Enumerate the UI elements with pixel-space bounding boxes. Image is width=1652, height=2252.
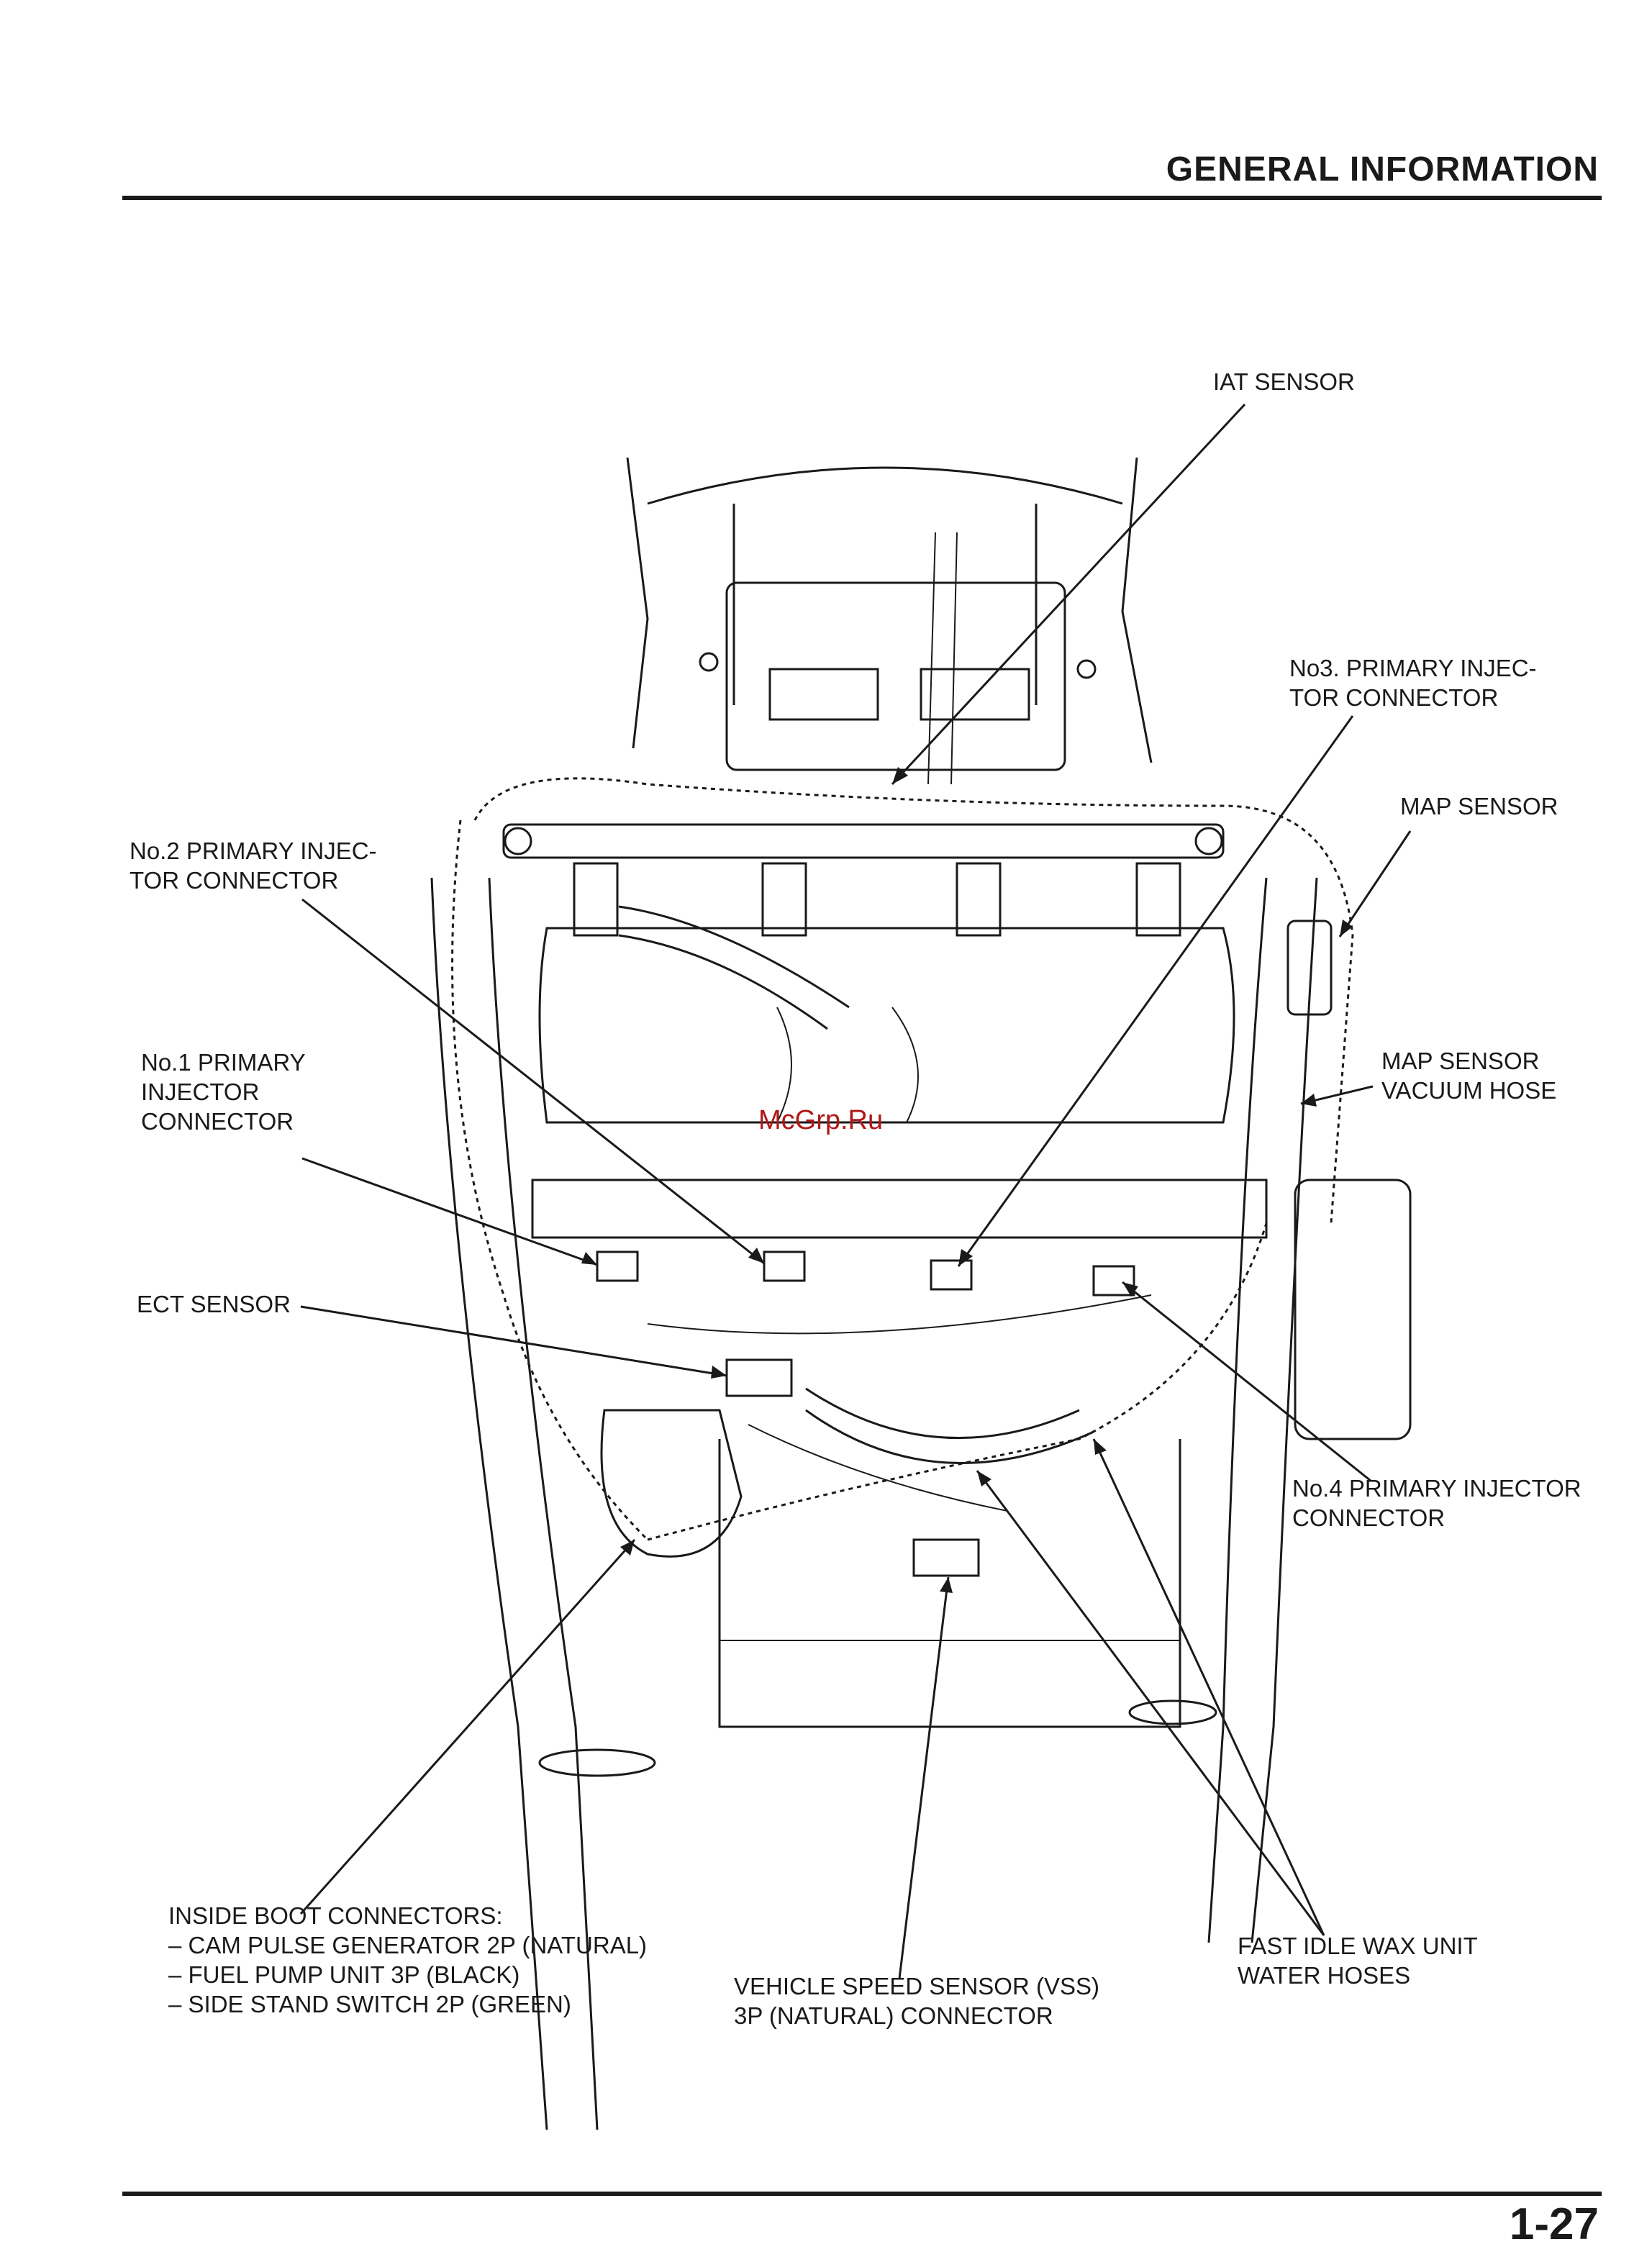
callout-line: – FUEL PUMP UNIT 3P (BLACK) (168, 1961, 520, 1988)
callout-line: TOR CONNECTOR (1289, 684, 1499, 711)
callout-no3-injector-connector: No3. PRIMARY INJEC- TOR CONNECTOR (1289, 653, 1537, 712)
callout-line: – SIDE STAND SWITCH 2P (GREEN) (168, 1991, 571, 2017)
leader-lines (299, 403, 1412, 1979)
callout-line: VEHICLE SPEED SENSOR (VSS) (734, 1973, 1099, 1999)
callout-line: CONNECTOR (141, 1108, 294, 1135)
callout-iat-sensor: IAT SENSOR (1213, 367, 1355, 396)
callout-line: TOR CONNECTOR (130, 867, 339, 894)
callout-no2-injector-connector: No.2 PRIMARY INJEC- TOR CONNECTOR (130, 836, 377, 895)
callout-line: No.2 PRIMARY INJEC- (130, 837, 377, 864)
callout-map-sensor: MAP SENSOR (1400, 791, 1558, 821)
callout-line: No.1 PRIMARY (141, 1049, 306, 1076)
callout-line: INSIDE BOOT CONNECTORS: (168, 1902, 503, 1929)
header-rule (122, 196, 1602, 200)
callout-line: FAST IDLE WAX UNIT (1238, 1933, 1478, 1959)
callout-line: – CAM PULSE GENERATOR 2P (NATURAL) (168, 1932, 648, 1958)
callout-inside-boot-connectors: INSIDE BOOT CONNECTORS: – CAM PULSE GENE… (168, 1901, 647, 2019)
callout-line: MAP SENSOR (1381, 1048, 1540, 1074)
footer-rule (122, 2192, 1602, 2196)
callout-line: VACUUM HOSE (1381, 1077, 1557, 1104)
engine-illustration (430, 457, 1412, 2130)
callout-fast-idle-wax-unit-hoses: FAST IDLE WAX UNIT WATER HOSES (1238, 1931, 1478, 1990)
callout-line: CONNECTOR (1292, 1504, 1446, 1531)
callout-no1-injector-connector: No.1 PRIMARY INJECTOR CONNECTOR (141, 1048, 306, 1136)
callout-line: ECT SENSOR (137, 1291, 291, 1317)
callout-line: 3P (NATURAL) CONNECTOR (734, 2002, 1053, 2029)
callout-line: WATER HOSES (1238, 1962, 1411, 1989)
callout-line: IAT SENSOR (1213, 368, 1355, 395)
callout-vss-connector: VEHICLE SPEED SENSOR (VSS) 3P (NATURAL) … (734, 1971, 1099, 2030)
callout-ect-sensor: ECT SENSOR (137, 1289, 291, 1319)
callout-line: No3. PRIMARY INJEC- (1289, 655, 1537, 681)
watermark: McGrp.Ru (758, 1105, 884, 1135)
callout-line: MAP SENSOR (1400, 793, 1558, 819)
callout-map-sensor-vacuum-hose: MAP SENSOR VACUUM HOSE (1381, 1046, 1556, 1105)
callout-line: No.4 PRIMARY INJECTOR (1292, 1475, 1581, 1502)
section-title: GENERAL INFORMATION (1166, 150, 1599, 189)
callout-line: INJECTOR (141, 1079, 260, 1105)
page-number: 1-27 (1509, 2199, 1599, 2249)
callout-no4-injector-connector: No.4 PRIMARY INJECTOR CONNECTOR (1292, 1474, 1581, 1533)
